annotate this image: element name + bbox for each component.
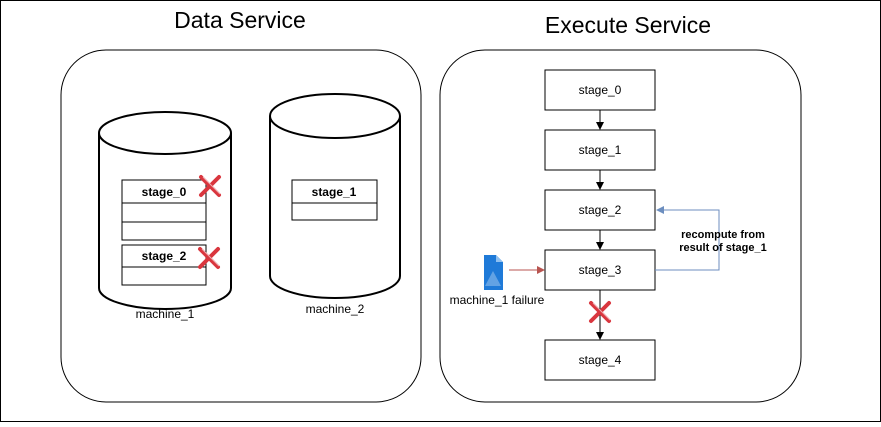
stage-1-box: stage_1 bbox=[544, 129, 656, 171]
machine-2-table-stage-1: stage_1 bbox=[291, 179, 378, 221]
recompute-note-line-2: result of stage_1 bbox=[679, 242, 766, 254]
stage-1-label: stage_1 bbox=[579, 143, 622, 157]
stage-3-box: stage_3 bbox=[544, 249, 656, 291]
stage-4-box: stage_4 bbox=[544, 339, 656, 381]
recompute-arrow bbox=[655, 206, 720, 271]
execute-service-title: Execute Service bbox=[545, 12, 711, 38]
machine-2-label: machine_2 bbox=[306, 302, 365, 316]
stage-4-label: stage_4 bbox=[579, 353, 622, 367]
table-stage-0-label: stage_0 bbox=[142, 185, 187, 199]
recompute-note-line-1: recompute from bbox=[681, 229, 765, 241]
file-warning-icon bbox=[484, 255, 503, 290]
stage-2-label: stage_2 bbox=[579, 203, 622, 217]
data-service-title: Data Service bbox=[174, 7, 306, 33]
stage-2-box: stage_2 bbox=[544, 189, 656, 231]
table-stage-2-label: stage_2 bbox=[142, 249, 187, 263]
machine-1-table-stage-2: stage_2 bbox=[121, 244, 207, 286]
stage-0-label: stage_0 bbox=[579, 83, 622, 97]
table-stage-1-label: stage_1 bbox=[312, 185, 357, 199]
stage-3-label: stage_3 bbox=[579, 263, 622, 277]
machine-1-label: machine_1 bbox=[136, 307, 195, 321]
stage-0-box: stage_0 bbox=[544, 69, 656, 111]
machine-1-table-stage-0: stage_0 bbox=[121, 179, 207, 241]
machine-1-failure-label: machine_1 failure bbox=[450, 293, 545, 307]
